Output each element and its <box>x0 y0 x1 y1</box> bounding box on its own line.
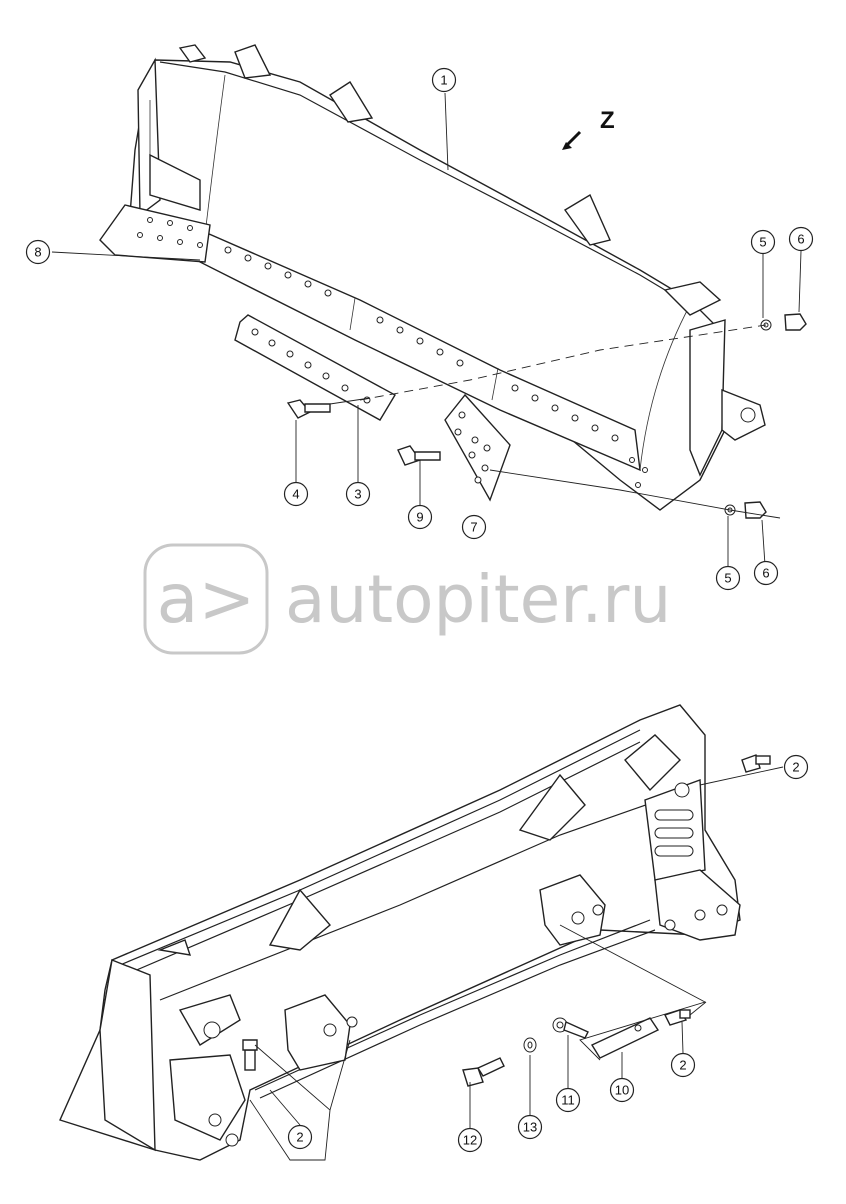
bolt-part <box>286 399 331 419</box>
callout-8: 8 <box>25 239 51 265</box>
blade-rear-assembly <box>59 704 771 1161</box>
callout-label: 6 <box>797 232 804 247</box>
callout-label: 8 <box>34 245 41 260</box>
callout-label: 5 <box>759 235 766 250</box>
callout-13: 13 <box>517 1114 543 1140</box>
callout-11: 11 <box>555 1087 581 1113</box>
end-bit-plate-part <box>444 393 511 502</box>
view-arrow: Z <box>562 107 615 150</box>
bolt-part-9 <box>397 445 441 466</box>
callout-label: 7 <box>470 520 477 535</box>
callout-label: 13 <box>523 1120 537 1135</box>
callout-10: 10 <box>609 1077 635 1103</box>
callout-6-lower: 6 <box>753 560 779 586</box>
callout-2-left: 2 <box>287 1124 313 1150</box>
view-label-z: Z <box>600 107 615 134</box>
callout-9: 9 <box>407 504 433 530</box>
lower-leader-lines <box>249 766 784 1161</box>
watermark: a> autopiter.ru <box>143 543 671 655</box>
callout-label: 2 <box>679 1058 686 1073</box>
callout-label: 1 <box>440 73 447 88</box>
callout-label: 6 <box>762 566 769 581</box>
upper-leader-lines <box>51 92 802 567</box>
callout-label: 10 <box>615 1083 629 1098</box>
callout-5-lower: 5 <box>715 565 741 591</box>
cutting-edge-bolt-holes <box>137 217 648 488</box>
callout-label: 9 <box>416 510 423 525</box>
callout-5-upper: 5 <box>750 229 776 255</box>
callout-2-right: 2 <box>670 1052 696 1078</box>
washer-nut-set-upper <box>724 313 807 519</box>
callout-2-upper-right: 2 <box>783 754 809 780</box>
callout-label: 2 <box>296 1130 303 1145</box>
callout-12: 12 <box>457 1127 483 1153</box>
edge-plate-part <box>234 314 396 421</box>
lower-loose-parts <box>462 1009 691 1087</box>
callout-6-upper: 6 <box>788 226 814 252</box>
blade-assembly <box>99 44 766 511</box>
callout-1: 1 <box>431 67 457 93</box>
callout-4: 4 <box>283 481 309 507</box>
watermark-logo-text: a> <box>157 560 256 639</box>
callout-label: 4 <box>292 487 299 502</box>
callout-3: 3 <box>345 481 371 507</box>
watermark-site-text: autopiter.ru <box>285 561 671 638</box>
callout-7: 7 <box>461 514 487 540</box>
callout-label: 5 <box>724 571 731 586</box>
callout-label: 12 <box>463 1133 477 1148</box>
callout-label: 2 <box>792 760 799 775</box>
callout-label: 11 <box>561 1093 575 1108</box>
callout-label: 3 <box>354 487 361 502</box>
